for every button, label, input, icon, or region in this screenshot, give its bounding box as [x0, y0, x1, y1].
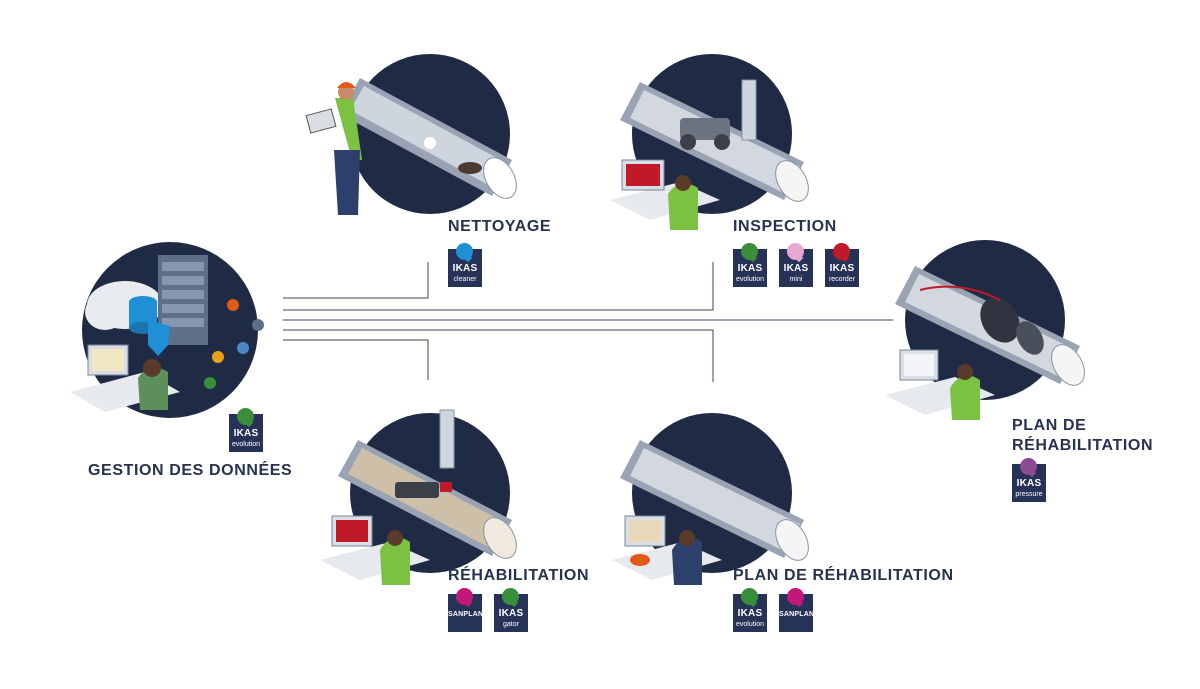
badge-brand: IKAS: [783, 263, 809, 274]
connector-plan-bottom: [283, 329, 714, 382]
badge-brand: IKAS: [452, 263, 478, 274]
badge-brand: IKAS: [737, 608, 763, 619]
badge-brand: IKAS: [233, 428, 259, 439]
badge-brand: IKAS: [737, 263, 763, 274]
badge-brand: IKAS: [498, 608, 524, 619]
nettoyage-title: NETTOYAGE: [448, 218, 552, 235]
connector-nettoyage: [283, 262, 429, 299]
plan-bottom-title: PLAN DE RÉHABILITATION: [733, 567, 954, 584]
gestion-title: GESTION DES DONNÉES: [88, 462, 293, 479]
sanplan-badge-icon[interactable]: SANPLAN: [448, 588, 484, 632]
badge-brand: IKAS: [829, 263, 855, 274]
pressure-badge-icon[interactable]: IKAS pressure: [1012, 458, 1046, 502]
inspection-crawler-illustration: [610, 54, 809, 230]
cleaner-badge-icon[interactable]: IKAS cleaner: [448, 243, 482, 287]
badge-product: cleaner: [453, 276, 477, 283]
plan-right-title-line2: RÉHABILITATION: [1012, 437, 1154, 454]
badge-brand: IKAS: [1016, 478, 1042, 489]
plan-right-title-line1: PLAN DE: [1012, 417, 1087, 434]
badge-product: pressure: [1015, 491, 1043, 498]
inspection-title: INSPECTION: [733, 218, 837, 235]
liner-planning-illustration: [612, 413, 809, 585]
cleaning-nozzle-illustration: [305, 54, 517, 215]
connector-lines: [283, 262, 893, 382]
evolution-badge-icon[interactable]: IKAS evolution: [733, 243, 767, 287]
recorder-badge-icon[interactable]: IKAS recorder: [825, 243, 859, 287]
badge-brand: SANPLAN: [779, 611, 815, 618]
badge-product: mini: [789, 276, 803, 283]
connector-inspection: [283, 262, 714, 311]
sanplan-badge-icon[interactable]: SANPLAN: [779, 588, 815, 632]
badge-brand: SANPLAN: [448, 611, 484, 618]
badge-product: evolution: [735, 621, 765, 628]
rehab-robot-illustration: [320, 409, 517, 585]
server-cloud-illustration: [70, 242, 264, 418]
gator-badge-icon[interactable]: IKAS gator: [494, 588, 528, 632]
evolution-badge-icon[interactable]: IKAS evolution: [733, 588, 767, 632]
connector-rehabilitation: [283, 339, 429, 380]
badge-product: evolution: [735, 276, 765, 283]
rehabilitation-title: RÉHABILITATION: [448, 567, 590, 584]
badge-product: gator: [503, 621, 519, 628]
pressure-packer-illustration: [885, 240, 1085, 420]
badge-product: evolution: [231, 441, 261, 448]
mini-badge-icon[interactable]: IKAS mini: [779, 243, 813, 287]
evolution-badge-icon[interactable]: IKAS evolution: [229, 408, 263, 452]
badge-product: recorder: [828, 276, 856, 283]
